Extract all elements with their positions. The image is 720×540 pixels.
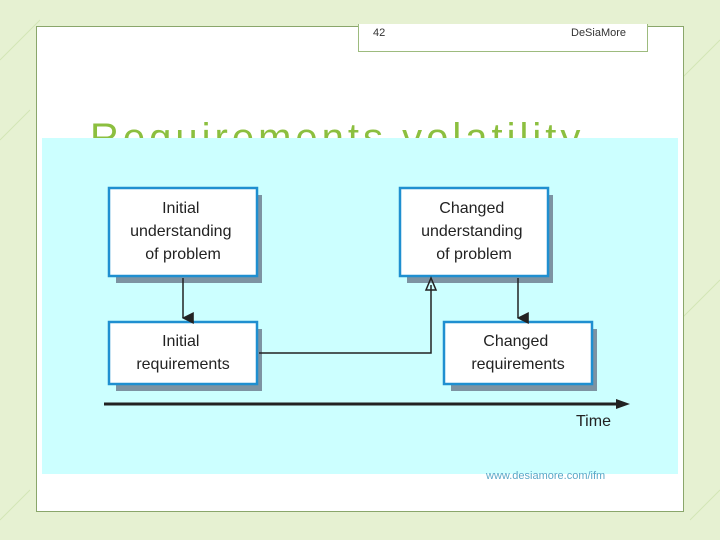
diagram-panel: Initial understanding of problem Changed… — [42, 138, 678, 474]
footer-url[interactable]: www.desiamore.com/ifm — [486, 470, 606, 482]
slide-title: Requirements volatility — [90, 116, 585, 138]
label-initial-understanding: Initial understanding of problem — [130, 200, 236, 263]
time-label: Time — [576, 413, 611, 430]
label-changed-requirements: Changed requirements — [471, 333, 564, 373]
box-initial-requirements — [107, 320, 259, 386]
header-brand: DeSiaMore — [571, 27, 627, 39]
label-changed-understanding: Changed understanding of problem — [421, 200, 527, 263]
time-axis-arrowhead — [616, 399, 630, 409]
arrowhead-up — [424, 276, 438, 291]
box-changed-understanding — [398, 186, 550, 278]
volatility-diagram: Initial understanding of problem Changed… — [104, 186, 630, 430]
label-initial-requirements: Initial requirements — [136, 333, 229, 373]
box-initial-understanding — [107, 186, 259, 278]
box-changed-requirements — [442, 320, 594, 386]
connector-requirements-to-changed-understanding — [259, 285, 432, 354]
header-tab — [358, 24, 648, 52]
page-number: 42 — [373, 27, 386, 39]
